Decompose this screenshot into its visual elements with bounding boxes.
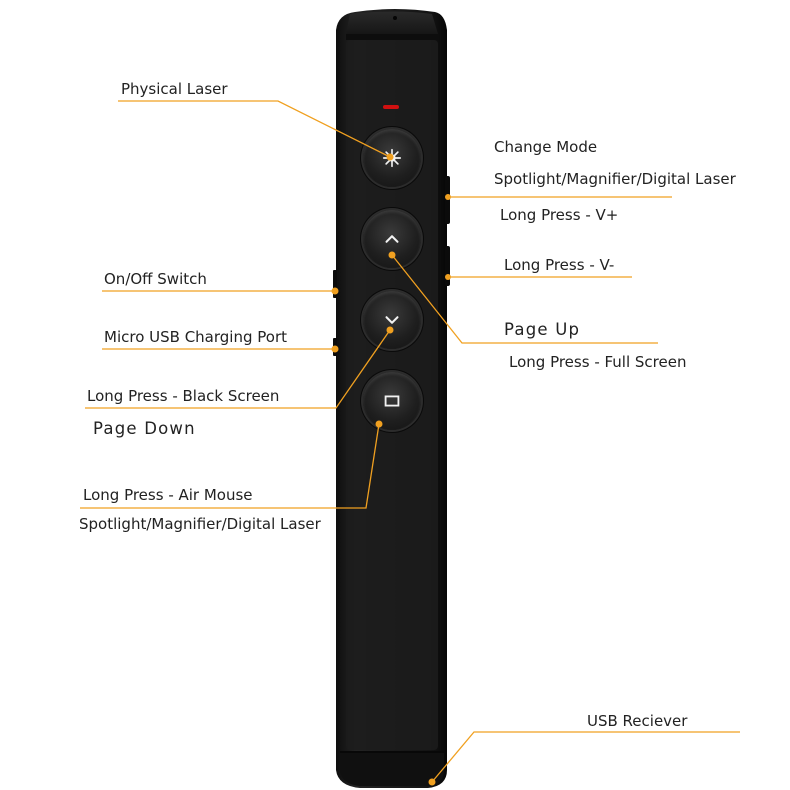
label-vol-down: Long Press - V- [504, 256, 615, 274]
label-change-mode-sub: Spotlight/Magnifier/Digital Laser [494, 170, 736, 188]
leader-page-up [391, 254, 658, 344]
chevron-down-icon [385, 316, 399, 324]
label-air-mouse: Long Press - Air Mouse [83, 486, 253, 504]
rectangle-icon [384, 395, 400, 407]
page-down-button[interactable] [363, 291, 421, 349]
leader-black-screen [85, 329, 391, 409]
leader-air-mouse [80, 423, 380, 509]
leader-physical-laser [118, 100, 391, 158]
label-page-down: Page Down [93, 419, 196, 438]
mode-button[interactable] [363, 372, 421, 430]
chevron-up-icon [385, 235, 399, 243]
laser-indicator-led [383, 105, 399, 109]
label-air-mouse-sub: Spotlight/Magnifier/Digital Laser [79, 515, 321, 533]
label-full-screen: Long Press - Full Screen [509, 353, 687, 371]
label-physical-laser: Physical Laser [121, 80, 228, 98]
label-vol-up: Long Press - V+ [500, 206, 619, 224]
label-page-up: Page Up [504, 320, 581, 339]
label-change-mode: Change Mode [494, 138, 598, 156]
label-receiver: USB Reciever [587, 712, 688, 730]
leader-receiver [431, 731, 740, 783]
label-on-off: On/Off Switch [104, 270, 207, 288]
label-black-screen: Long Press - Black Screen [87, 387, 280, 405]
label-usb-port: Micro USB Charging Port [104, 328, 287, 346]
